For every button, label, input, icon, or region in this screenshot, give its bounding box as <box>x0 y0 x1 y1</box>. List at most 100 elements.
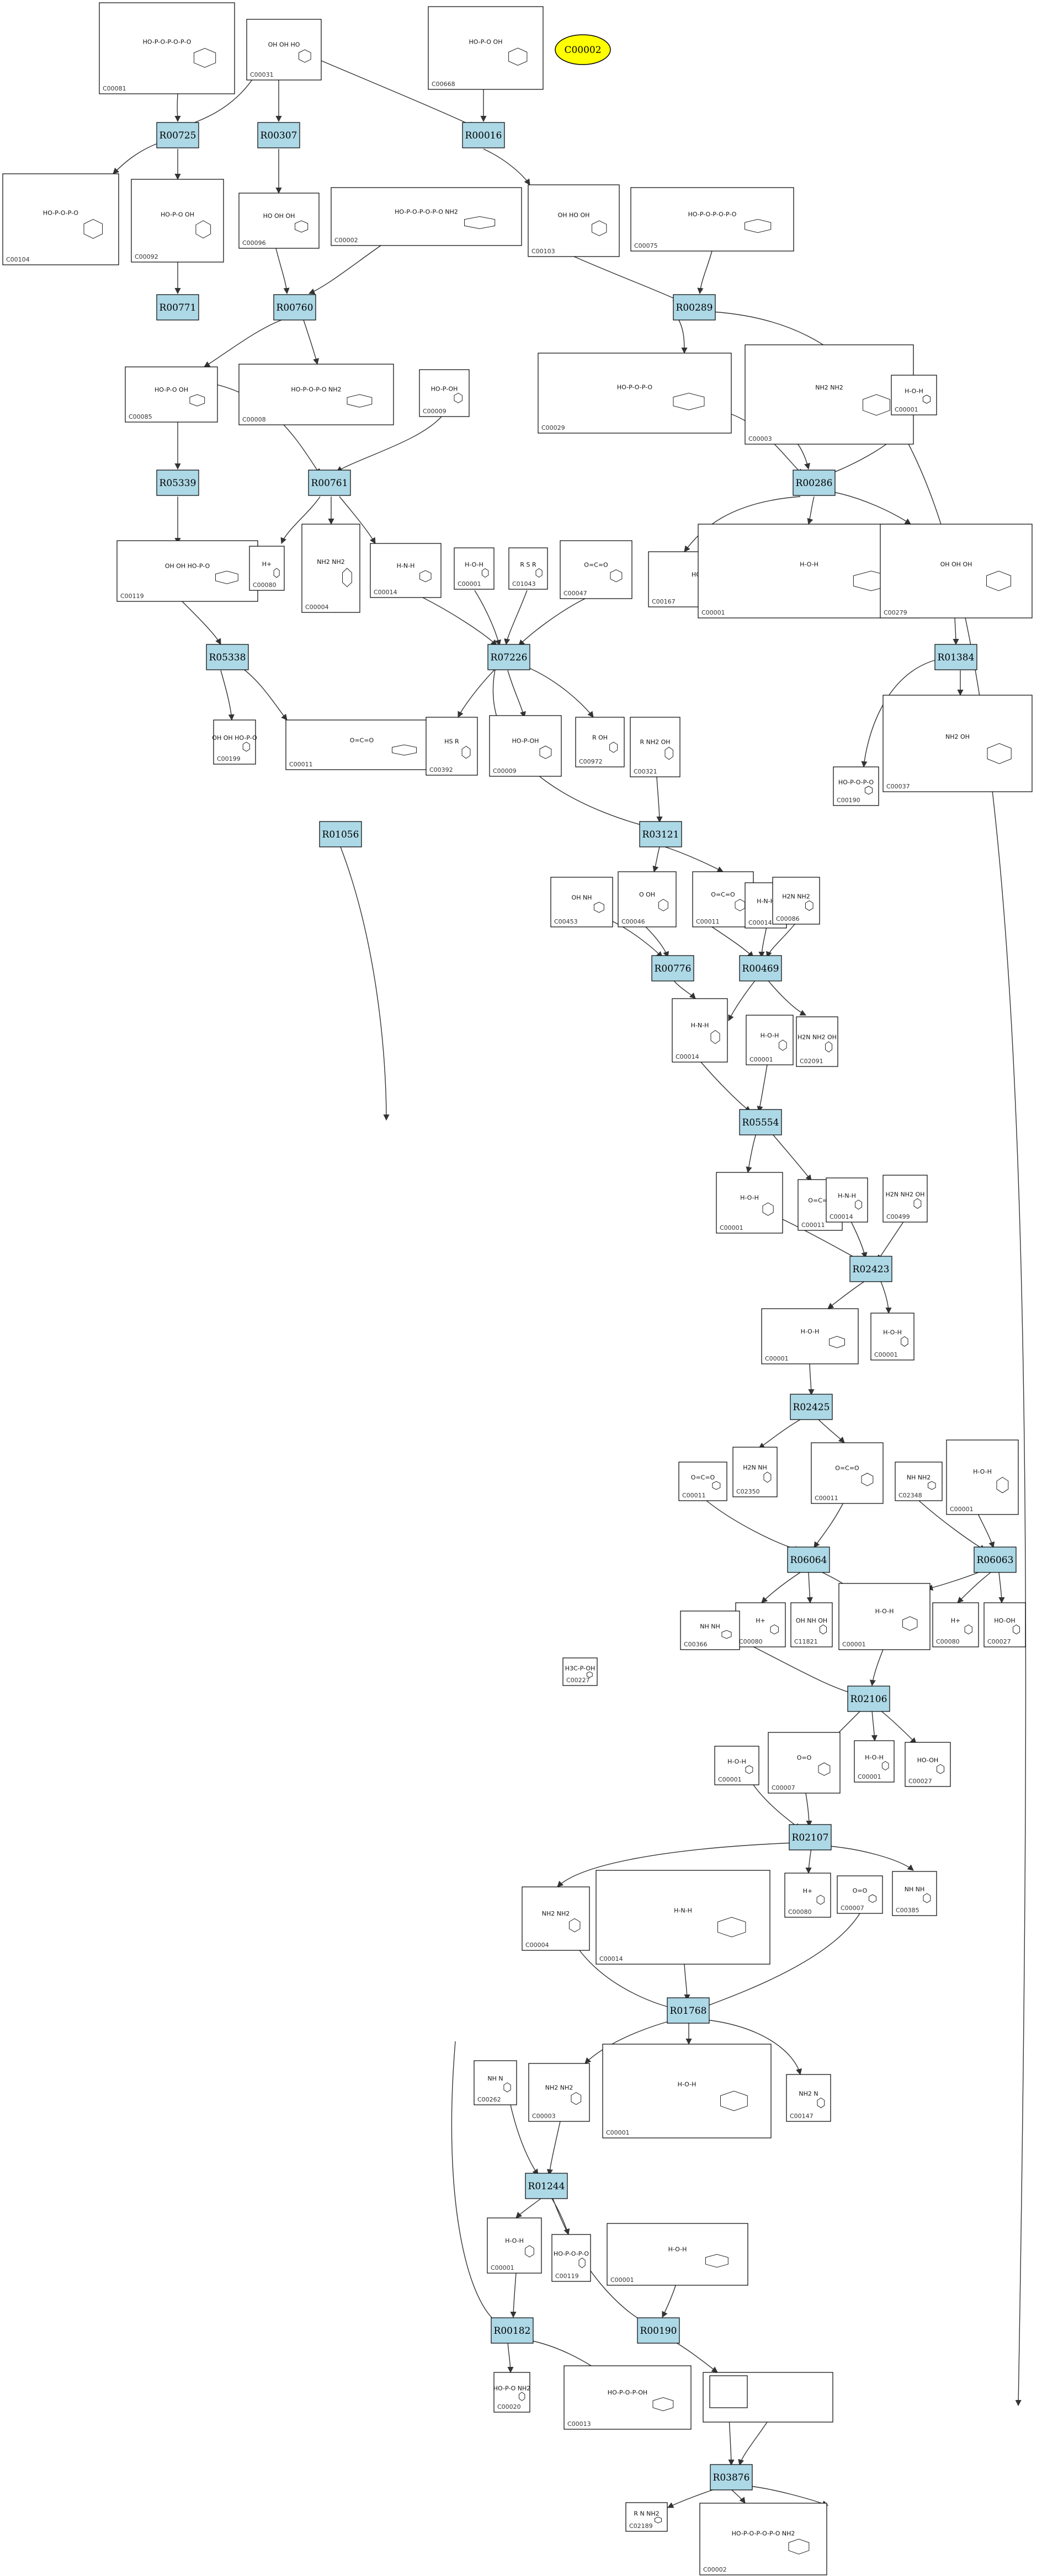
reaction-node[interactable]: R02107 <box>789 1824 832 1850</box>
reaction-node[interactable]: R05339 <box>156 470 199 496</box>
compound-node[interactable] <box>709 2375 748 2408</box>
reaction-node[interactable]: R02106 <box>847 1686 890 1712</box>
reaction-node[interactable]: R02423 <box>849 1256 892 1282</box>
reaction-node[interactable]: R00771 <box>156 294 199 321</box>
reaction-node[interactable]: R02425 <box>790 1394 833 1420</box>
reaction-node[interactable]: R00190 <box>637 2317 680 2344</box>
reaction-node[interactable]: R00182 <box>491 2317 534 2344</box>
reaction-node[interactable]: R01384 <box>934 644 977 670</box>
reaction-node[interactable]: R01768 <box>667 1997 710 2024</box>
reaction-node[interactable]: R00289 <box>673 294 716 321</box>
reaction-node[interactable]: R01056 <box>319 821 362 847</box>
reaction-node[interactable]: R00016 <box>462 122 505 148</box>
reaction-node[interactable]: R07226 <box>487 644 530 670</box>
reaction-node[interactable]: R00725 <box>156 122 199 148</box>
reaction-node[interactable]: R06064 <box>787 1546 830 1573</box>
reaction-node[interactable]: R05554 <box>739 1109 782 1135</box>
highlight-ellipse[interactable] <box>555 34 611 65</box>
compound-node[interactable]: H+C00080 <box>932 1602 979 1647</box>
reaction-node[interactable]: R00776 <box>651 955 694 982</box>
compound-node[interactable]: H+C00080 <box>735 1602 786 1647</box>
compound-node[interactable]: H+C00080 <box>784 1873 831 1918</box>
reaction-node[interactable]: R00760 <box>273 294 316 321</box>
reaction-node[interactable]: R00469 <box>739 955 782 982</box>
reaction-node[interactable]: R05338 <box>206 644 249 670</box>
reaction-node[interactable]: R03876 <box>710 2464 753 2490</box>
reaction-node[interactable]: R00761 <box>308 470 351 496</box>
reaction-node[interactable]: R03121 <box>639 821 682 847</box>
reaction-node[interactable]: R06063 <box>974 1546 1017 1573</box>
compound-node[interactable]: H+C00080 <box>249 546 285 591</box>
